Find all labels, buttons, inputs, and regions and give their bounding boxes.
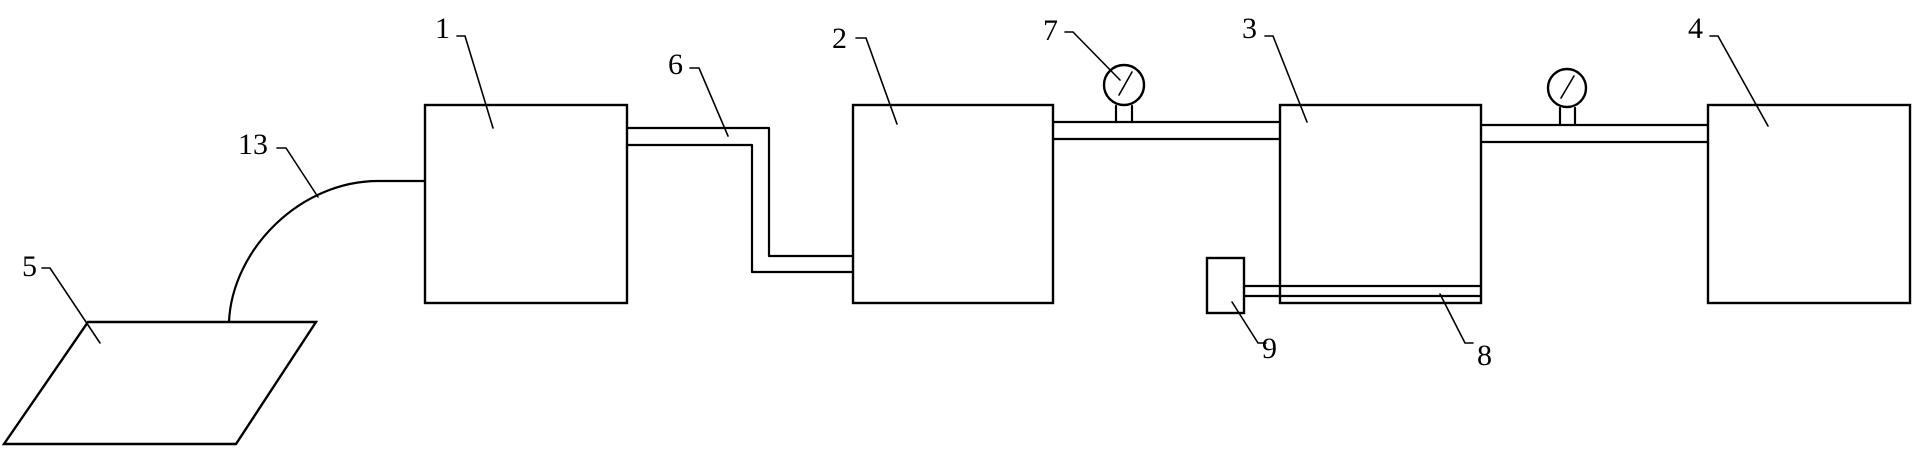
label-7: 7: [1043, 14, 1058, 47]
label-3: 3: [1242, 12, 1257, 45]
leader-9: [1231, 301, 1267, 344]
leader-3: [1264, 35, 1308, 123]
leader-6: [689, 67, 729, 137]
leader-lines: [41, 31, 1769, 344]
label-1: 1: [435, 12, 450, 45]
label-13: 13: [238, 128, 268, 161]
leader-13: [276, 147, 319, 198]
component-5-plate: [1, 320, 319, 446]
pipe-6: [625, 126, 855, 274]
unit-4-box: [1706, 103, 1912, 305]
leader-7: [1064, 31, 1121, 81]
label-5: 5: [22, 250, 37, 283]
unit-2-box: [851, 103, 1055, 305]
leader-8: [1439, 293, 1474, 344]
pressure-gauge-2: [1546, 67, 1588, 127]
leader-5: [41, 267, 101, 344]
pressure-gauge-7: [1102, 63, 1146, 124]
leader-4: [1709, 35, 1769, 127]
leader-2: [855, 37, 898, 125]
pipe-3-4: [1479, 123, 1710, 144]
unit-3-box: [1278, 103, 1483, 305]
label-4: 4: [1688, 12, 1703, 45]
label-2: 2: [832, 22, 847, 55]
control-box-9: [1205, 256, 1246, 315]
unit-1-box: [423, 103, 629, 305]
hose-13: [227, 179, 426, 324]
leader-1: [456, 35, 494, 129]
label-6: 6: [668, 48, 683, 81]
label-8: 8: [1477, 339, 1492, 372]
pipe-2-3: [1051, 120, 1282, 141]
label-9: 9: [1262, 332, 1277, 365]
